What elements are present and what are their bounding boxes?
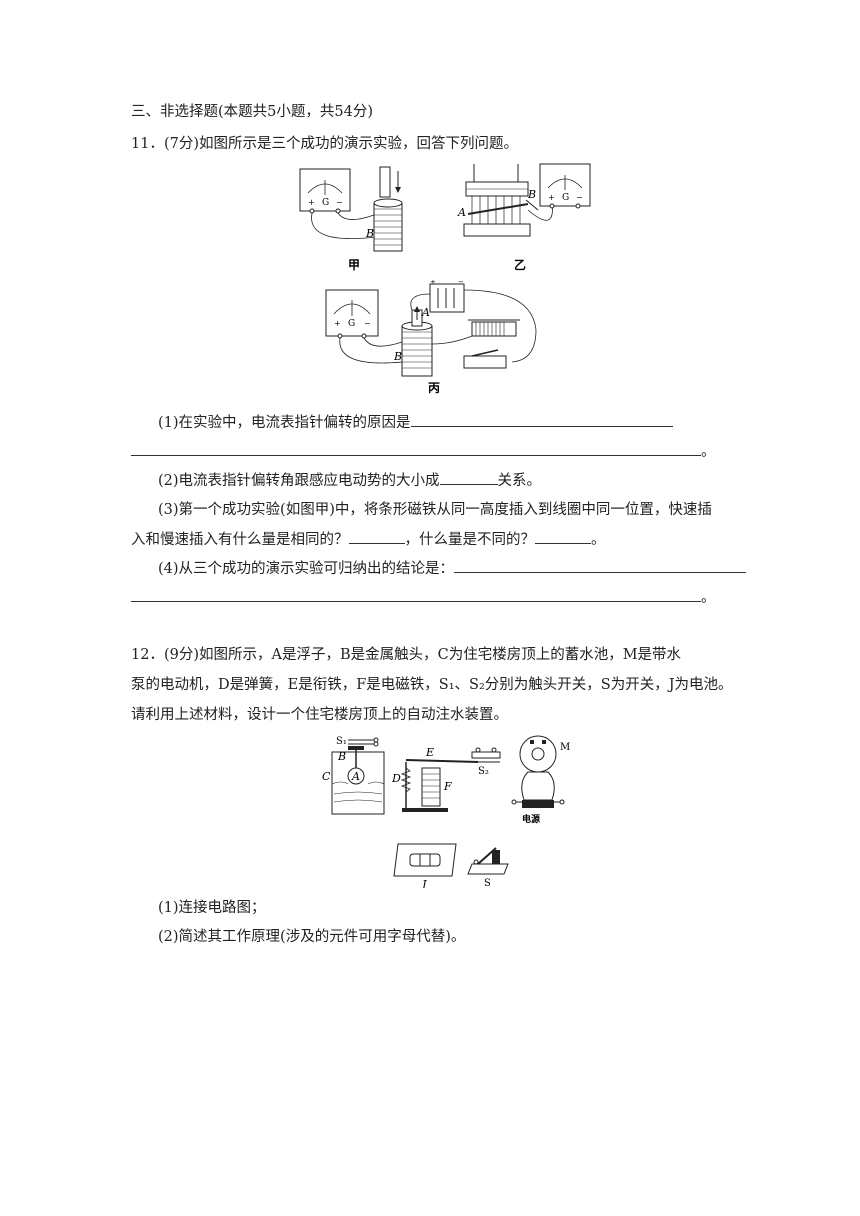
answer-blank-2[interactable] [439,470,498,485]
svg-text:G: G [322,198,329,208]
svg-text:−: − [336,198,343,207]
q11-part1: (1)在实验中，电流表指针偏转的原因是 [158,412,673,433]
svg-text:S₂: S₂ [478,766,489,777]
svg-text:B: B [393,350,402,363]
svg-text:D: D [391,772,401,785]
q11-part3: (3)第一个成功实验(如图甲)中，将条形磁铁从同一高度插入到线圈中同一位置，快速… [158,502,712,518]
svg-text:S₁: S₁ [336,736,347,747]
answer-blank-3a[interactable] [348,529,405,544]
svg-text:−: − [458,280,464,286]
svg-text:+: + [334,319,341,328]
figure-jia: G + − B 甲 [299,166,403,272]
svg-text:+: + [548,193,555,202]
answer-blank-4a[interactable] [454,558,747,573]
rheostat-bing [471,321,517,337]
svg-text:A: A [421,306,430,319]
armature-e [405,759,479,763]
answer-blank-1b[interactable] [131,441,701,456]
svg-text:−: − [364,319,371,328]
svg-text:B: B [527,188,536,201]
q12-stem-1: 12．(9分)如图所示，A是浮子，B是金属触头，C为住宅楼房顶上的蓄水池，M是带… [131,647,682,663]
q12-part2: (2)简述其工作原理(涉及的元件可用字母代替)。 [158,929,466,945]
caption-yi: 乙 [514,258,526,272]
q11-part4: (4)从三个成功的演示实验可归纳出的结论是： [158,558,747,579]
switch-s [467,863,509,875]
svg-text:E: E [425,746,434,759]
electromagnet-f [421,767,441,807]
svg-text:A: A [457,206,466,219]
svg-text:B: B [365,227,374,240]
q11-part2: (2)电流表指针偏转角跟感应电动势的大小成关系。 [158,470,541,491]
q11-part3-cont: 入和慢速插入有什么量是相同的？，什么量是不同的？。 [131,529,606,550]
power-label: 电源 [522,813,540,825]
answer-blank-4b[interactable] [131,587,701,602]
q12-part1: (1)连接电路图； [158,900,266,916]
switch-bing [463,355,507,369]
bar-magnet [379,166,391,198]
caption-bing: 丙 [428,381,440,395]
svg-text:G: G [348,319,355,329]
section-title: 三、非选择题(本题共5小题，共54分) [131,104,373,120]
caption-jia: 甲 [348,258,360,272]
svg-text:+: + [430,280,436,286]
svg-text:J: J [420,878,427,888]
answer-blank-3b[interactable] [535,529,591,544]
svg-text:B: B [337,750,346,763]
spring-d [400,767,412,793]
figure-q12-bottom: J S [393,843,509,888]
svg-text:S: S [484,878,491,888]
svg-text:G: G [562,193,569,203]
q12-stem-2: 泵的电动机，D是弹簧，E是衔铁，F是电磁铁，S₁、S₂分别为触头开关，S为开关，… [131,677,733,693]
svg-text:−: − [576,193,583,202]
svg-text:C: C [322,770,331,783]
q12-stem-3: 请利用上述材料，设计一个住宅楼房顶上的自动注水装置。 [131,707,508,723]
q11-part4-cont: 。 [131,587,716,608]
svg-text:M: M [560,742,570,753]
svg-text:+: + [308,198,315,207]
q11-stem: 11．(7分)如图所示是三个成功的演示实验，回答下列问题。 [131,136,518,152]
svg-text:A: A [351,770,360,783]
battery-bing [429,283,465,313]
answer-blank-1a[interactable] [410,412,673,427]
coil-bing [401,325,433,377]
figure-bing: G + − A B + − [325,280,537,395]
figure-yi: A B G + − 乙 [457,163,591,272]
figure-q12-top: A S₁ B C D F E S₂ M [322,735,570,825]
svg-text:F: F [443,780,452,793]
q11-part1-cont: 。 [131,441,716,462]
